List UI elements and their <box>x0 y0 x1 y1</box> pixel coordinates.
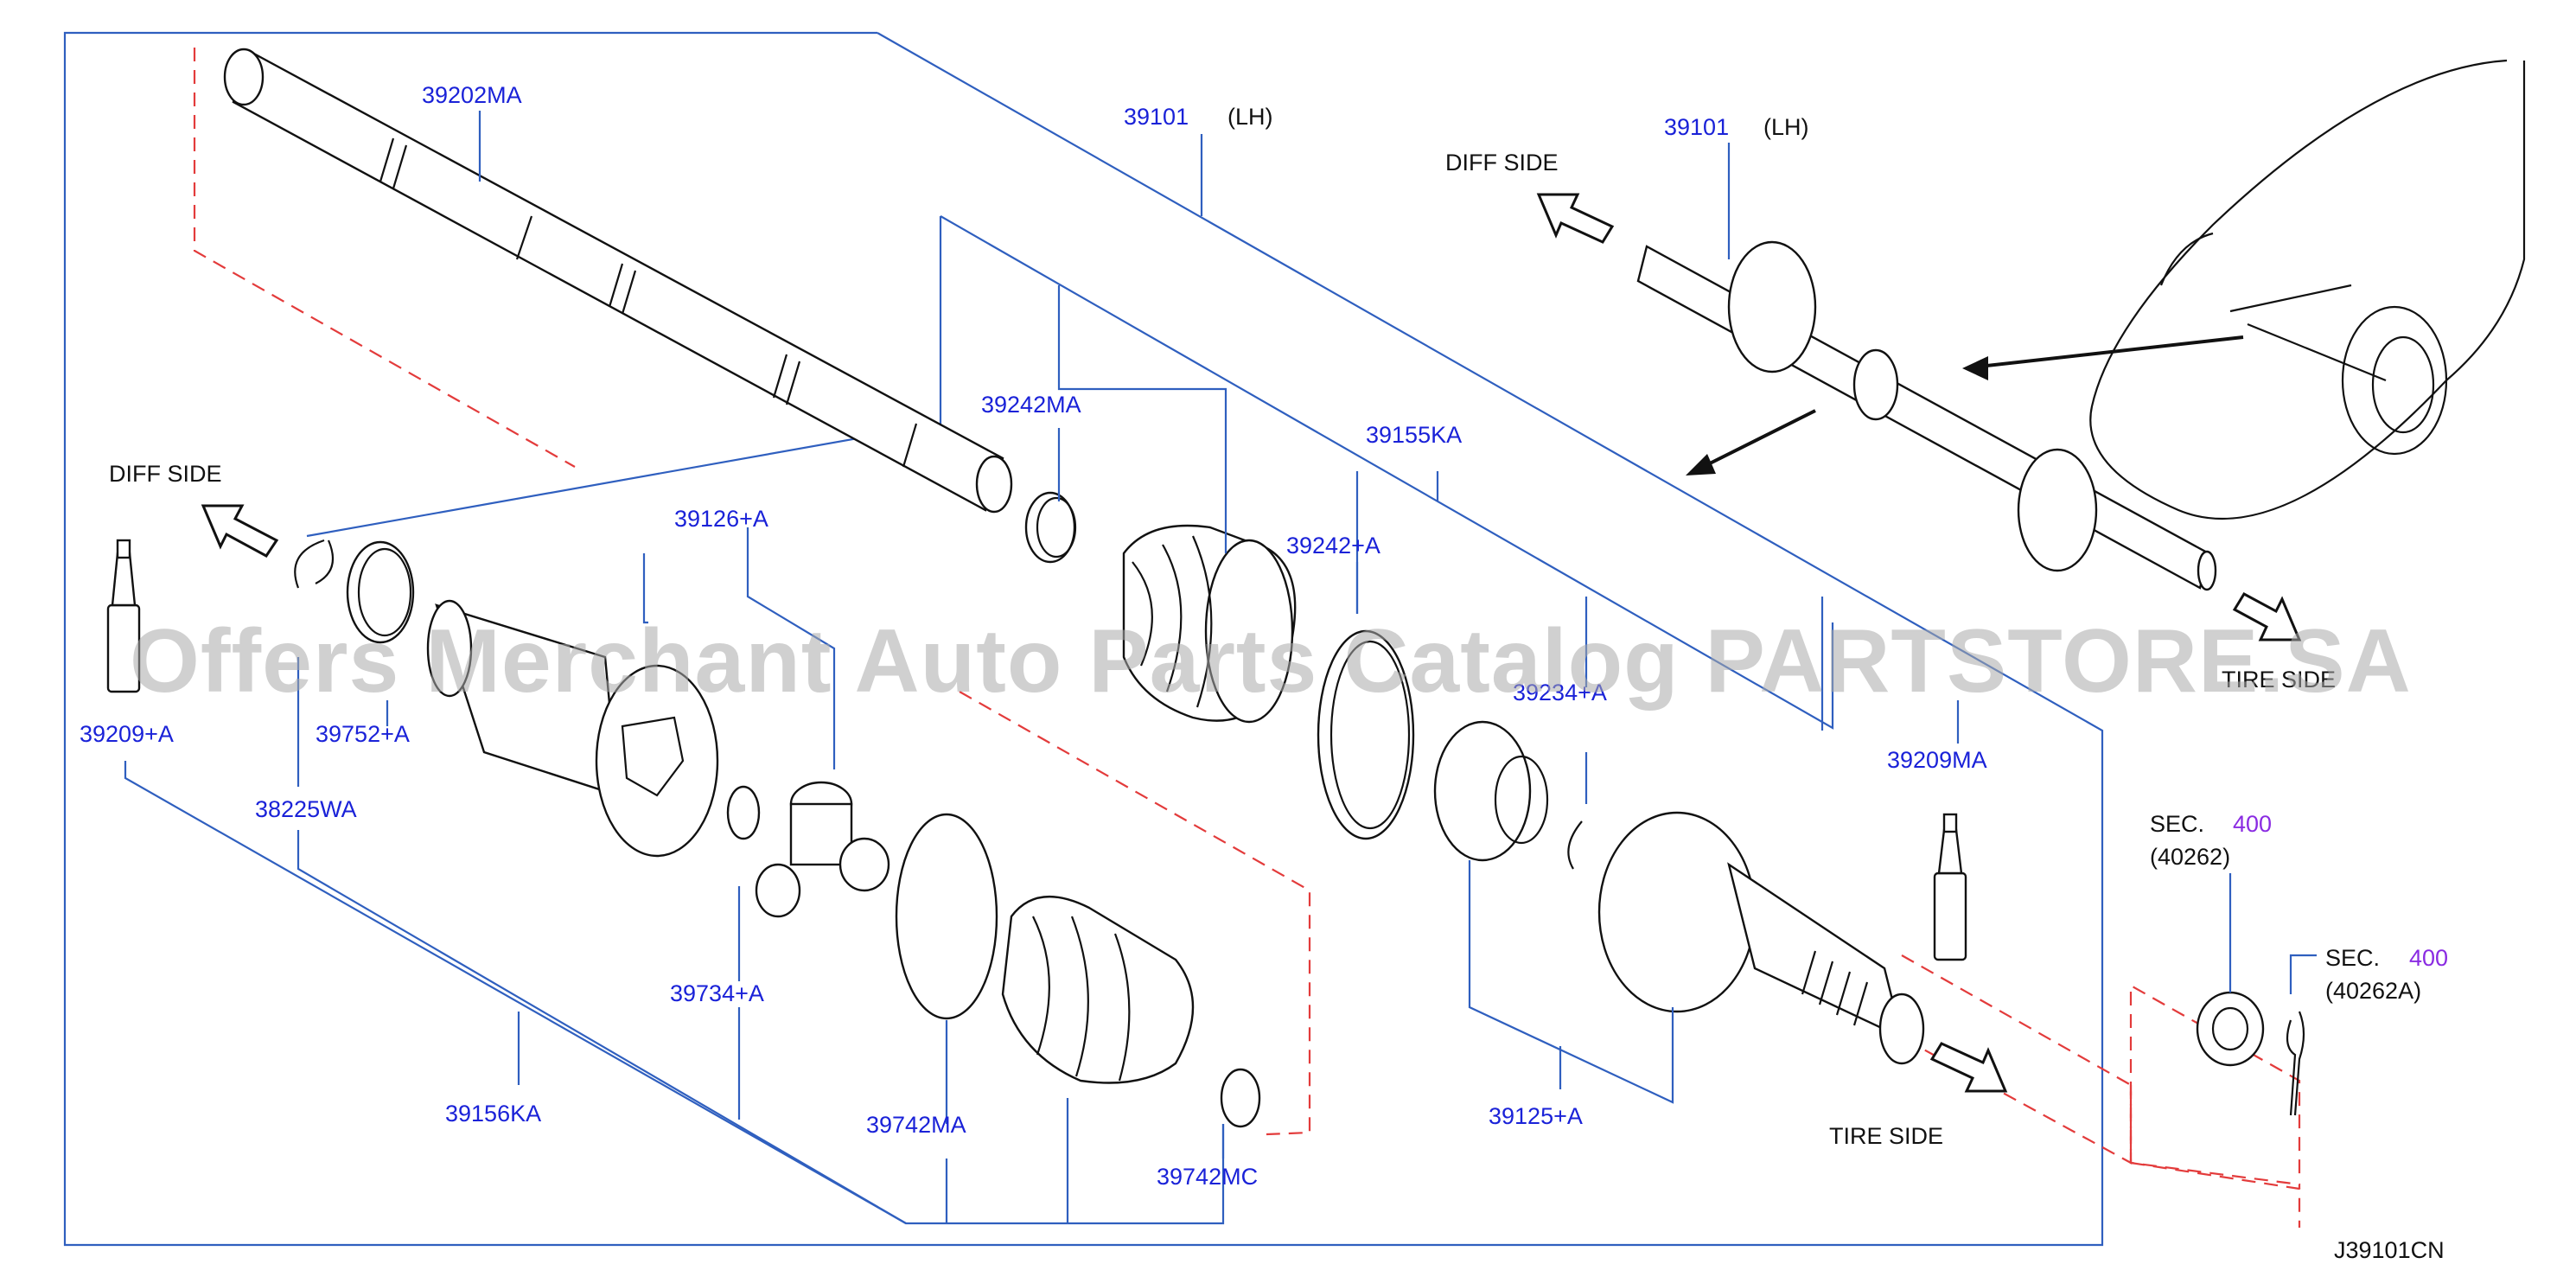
label-39202MA[interactable]: 39202MA <box>422 82 522 108</box>
label-lh-inset: (LH) <box>1763 114 1809 140</box>
circlip-outer[interactable] <box>1567 820 1583 870</box>
boot-clamp-39242MA[interactable] <box>1024 491 1077 564</box>
label-sec-2: SEC. <box>2325 945 2380 971</box>
label-tire-side-inset: TIRE SIDE <box>2222 667 2336 693</box>
label-39242MA[interactable]: 39242MA <box>981 392 1081 418</box>
label-39209MA[interactable]: 39209MA <box>1887 747 1987 773</box>
label-39101-main[interactable]: 39101 <box>1124 104 1189 130</box>
label-39155KA[interactable]: 39155KA <box>1366 422 1462 448</box>
label-sec-1-number[interactable]: 400 <box>2233 811 2272 837</box>
boot-39155KA[interactable] <box>1122 524 1297 724</box>
boot-band-39742MA[interactable] <box>895 813 998 1020</box>
snap-ring-39734A[interactable] <box>726 785 761 840</box>
diff-side-arrow-left <box>201 504 279 558</box>
ring-39752A[interactable] <box>346 540 415 644</box>
axle-shaft[interactable] <box>223 48 1013 514</box>
label-sec-1: SEC. <box>2150 811 2204 837</box>
spider-assembly[interactable] <box>755 781 890 918</box>
label-39742MA[interactable]: 39742MA <box>866 1112 966 1138</box>
inset-car-outline <box>2089 59 2526 520</box>
label-sec-2-ref: (40262A) <box>2325 978 2421 1004</box>
diagram-code: J39101CN <box>2334 1237 2445 1263</box>
label-lh-main: (LH) <box>1227 104 1273 130</box>
diff-side-arrow-inset <box>1536 193 1615 244</box>
label-diff-side-inset: DIFF SIDE <box>1445 150 1559 176</box>
label-39242A[interactable]: 39242+A <box>1286 533 1380 559</box>
label-39125A[interactable]: 39125+A <box>1489 1103 1583 1129</box>
label-sec-2-number[interactable]: 400 <box>2409 945 2448 971</box>
boot-band-39242A[interactable] <box>1317 629 1415 840</box>
label-39209A[interactable]: 39209+A <box>80 721 174 747</box>
label-39742MC[interactable]: 39742MC <box>1157 1164 1258 1190</box>
part-labels: 39202MA 39101 (LH) 39101 (LH) DIFF SIDE … <box>80 82 2448 1263</box>
outer-joint-39125A[interactable] <box>1597 811 1925 1065</box>
cotter-pin[interactable] <box>2286 1011 2305 1116</box>
label-39101-inset[interactable]: 39101 <box>1664 114 1729 140</box>
grease-tube-39209A[interactable] <box>106 539 141 693</box>
inset-assembled-shaft[interactable] <box>1636 240 2217 591</box>
grease-tube-39209MA[interactable] <box>1933 813 1967 961</box>
watermark: Offers Merchant Auto Parts Catalog PARTS… <box>130 611 2412 712</box>
tire-side-arrow <box>1929 1042 2008 1093</box>
label-39234A[interactable]: 39234+A <box>1513 680 1607 705</box>
clamp-39742MC[interactable] <box>1220 1068 1261 1128</box>
label-sec-1-ref: (40262) <box>2150 844 2230 870</box>
direction-arrows <box>1686 335 2244 476</box>
snap-ring-left[interactable] <box>294 539 335 589</box>
label-39734A[interactable]: 39734+A <box>670 980 764 1006</box>
tire-side-arrow-inset <box>2232 592 2302 642</box>
label-39156KA[interactable]: 39156KA <box>445 1101 541 1127</box>
boot-inner[interactable] <box>1001 895 1195 1084</box>
label-tire-side: TIRE SIDE <box>1829 1123 1943 1149</box>
leader-lines <box>124 111 2317 1225</box>
label-39126A[interactable]: 39126+A <box>674 506 768 532</box>
label-38225WA[interactable]: 38225WA <box>255 796 357 822</box>
inner-race-39234A[interactable] <box>1433 720 1549 862</box>
axle-nut[interactable] <box>2196 991 2265 1067</box>
label-39752A[interactable]: 39752+A <box>316 721 410 747</box>
label-diff-side-left: DIFF SIDE <box>109 461 222 487</box>
inner-joint-housing[interactable] <box>426 599 719 858</box>
